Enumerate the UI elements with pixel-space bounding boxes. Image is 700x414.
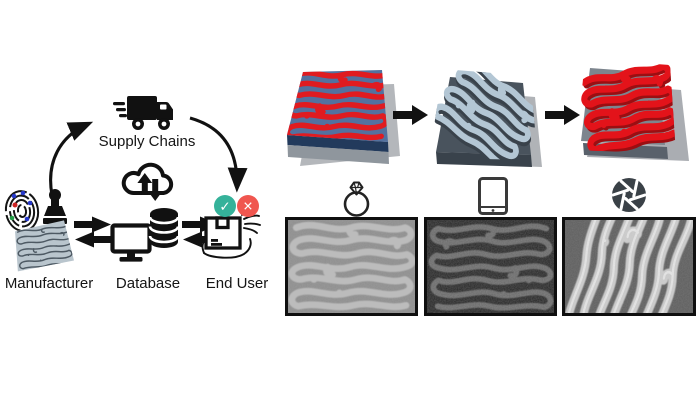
minutia-dot-blue xyxy=(11,193,17,199)
cycle-arrows xyxy=(49,116,248,196)
exchange-arrows-left xyxy=(74,216,112,248)
ring-icon xyxy=(343,181,370,217)
aperture-icon xyxy=(611,178,647,212)
check-glyph: ✓ xyxy=(219,199,230,215)
arrow-manufacturer-to-supply xyxy=(49,121,94,196)
stage-block-printed xyxy=(287,70,400,166)
minutia-dot-blue xyxy=(27,200,33,206)
micrograph-contrast xyxy=(562,217,696,316)
cross-glyph: ✕ xyxy=(243,199,253,214)
database-label: Database xyxy=(115,275,181,292)
database-icon xyxy=(148,208,180,248)
monitor-icon xyxy=(110,223,152,262)
stage-block-molded xyxy=(424,56,542,167)
minutia-dot-blue xyxy=(24,216,30,222)
download-arrow xyxy=(147,179,163,201)
upload-arrow xyxy=(137,173,153,195)
supply-chains-label: Supply Chains xyxy=(98,133,196,150)
micrograph-light xyxy=(285,217,418,316)
micrograph-dark xyxy=(424,217,557,316)
end-user-label: End User xyxy=(205,275,269,292)
truck-icon xyxy=(113,96,173,130)
stamped-pattern-sheet xyxy=(11,218,77,275)
manufacturer-label: Manufacturer xyxy=(4,275,94,292)
minutia-dot-blue xyxy=(20,190,26,196)
arrow-supply-to-enduser xyxy=(189,116,248,193)
pipeline-arrow-2 xyxy=(545,105,580,125)
check-badge: ✓ xyxy=(214,195,236,217)
minutia-dot-red xyxy=(12,202,18,208)
package-in-hand-icon xyxy=(201,206,261,259)
cloud-sync-icon xyxy=(121,162,174,201)
tablet-icon xyxy=(478,177,508,215)
fingerprint-icon xyxy=(4,190,40,232)
cross-badge: ✕ xyxy=(237,195,259,217)
minutia-dot-green xyxy=(9,215,15,221)
stage-block-embossed xyxy=(573,50,689,161)
pipeline-arrow-1 xyxy=(393,105,428,125)
